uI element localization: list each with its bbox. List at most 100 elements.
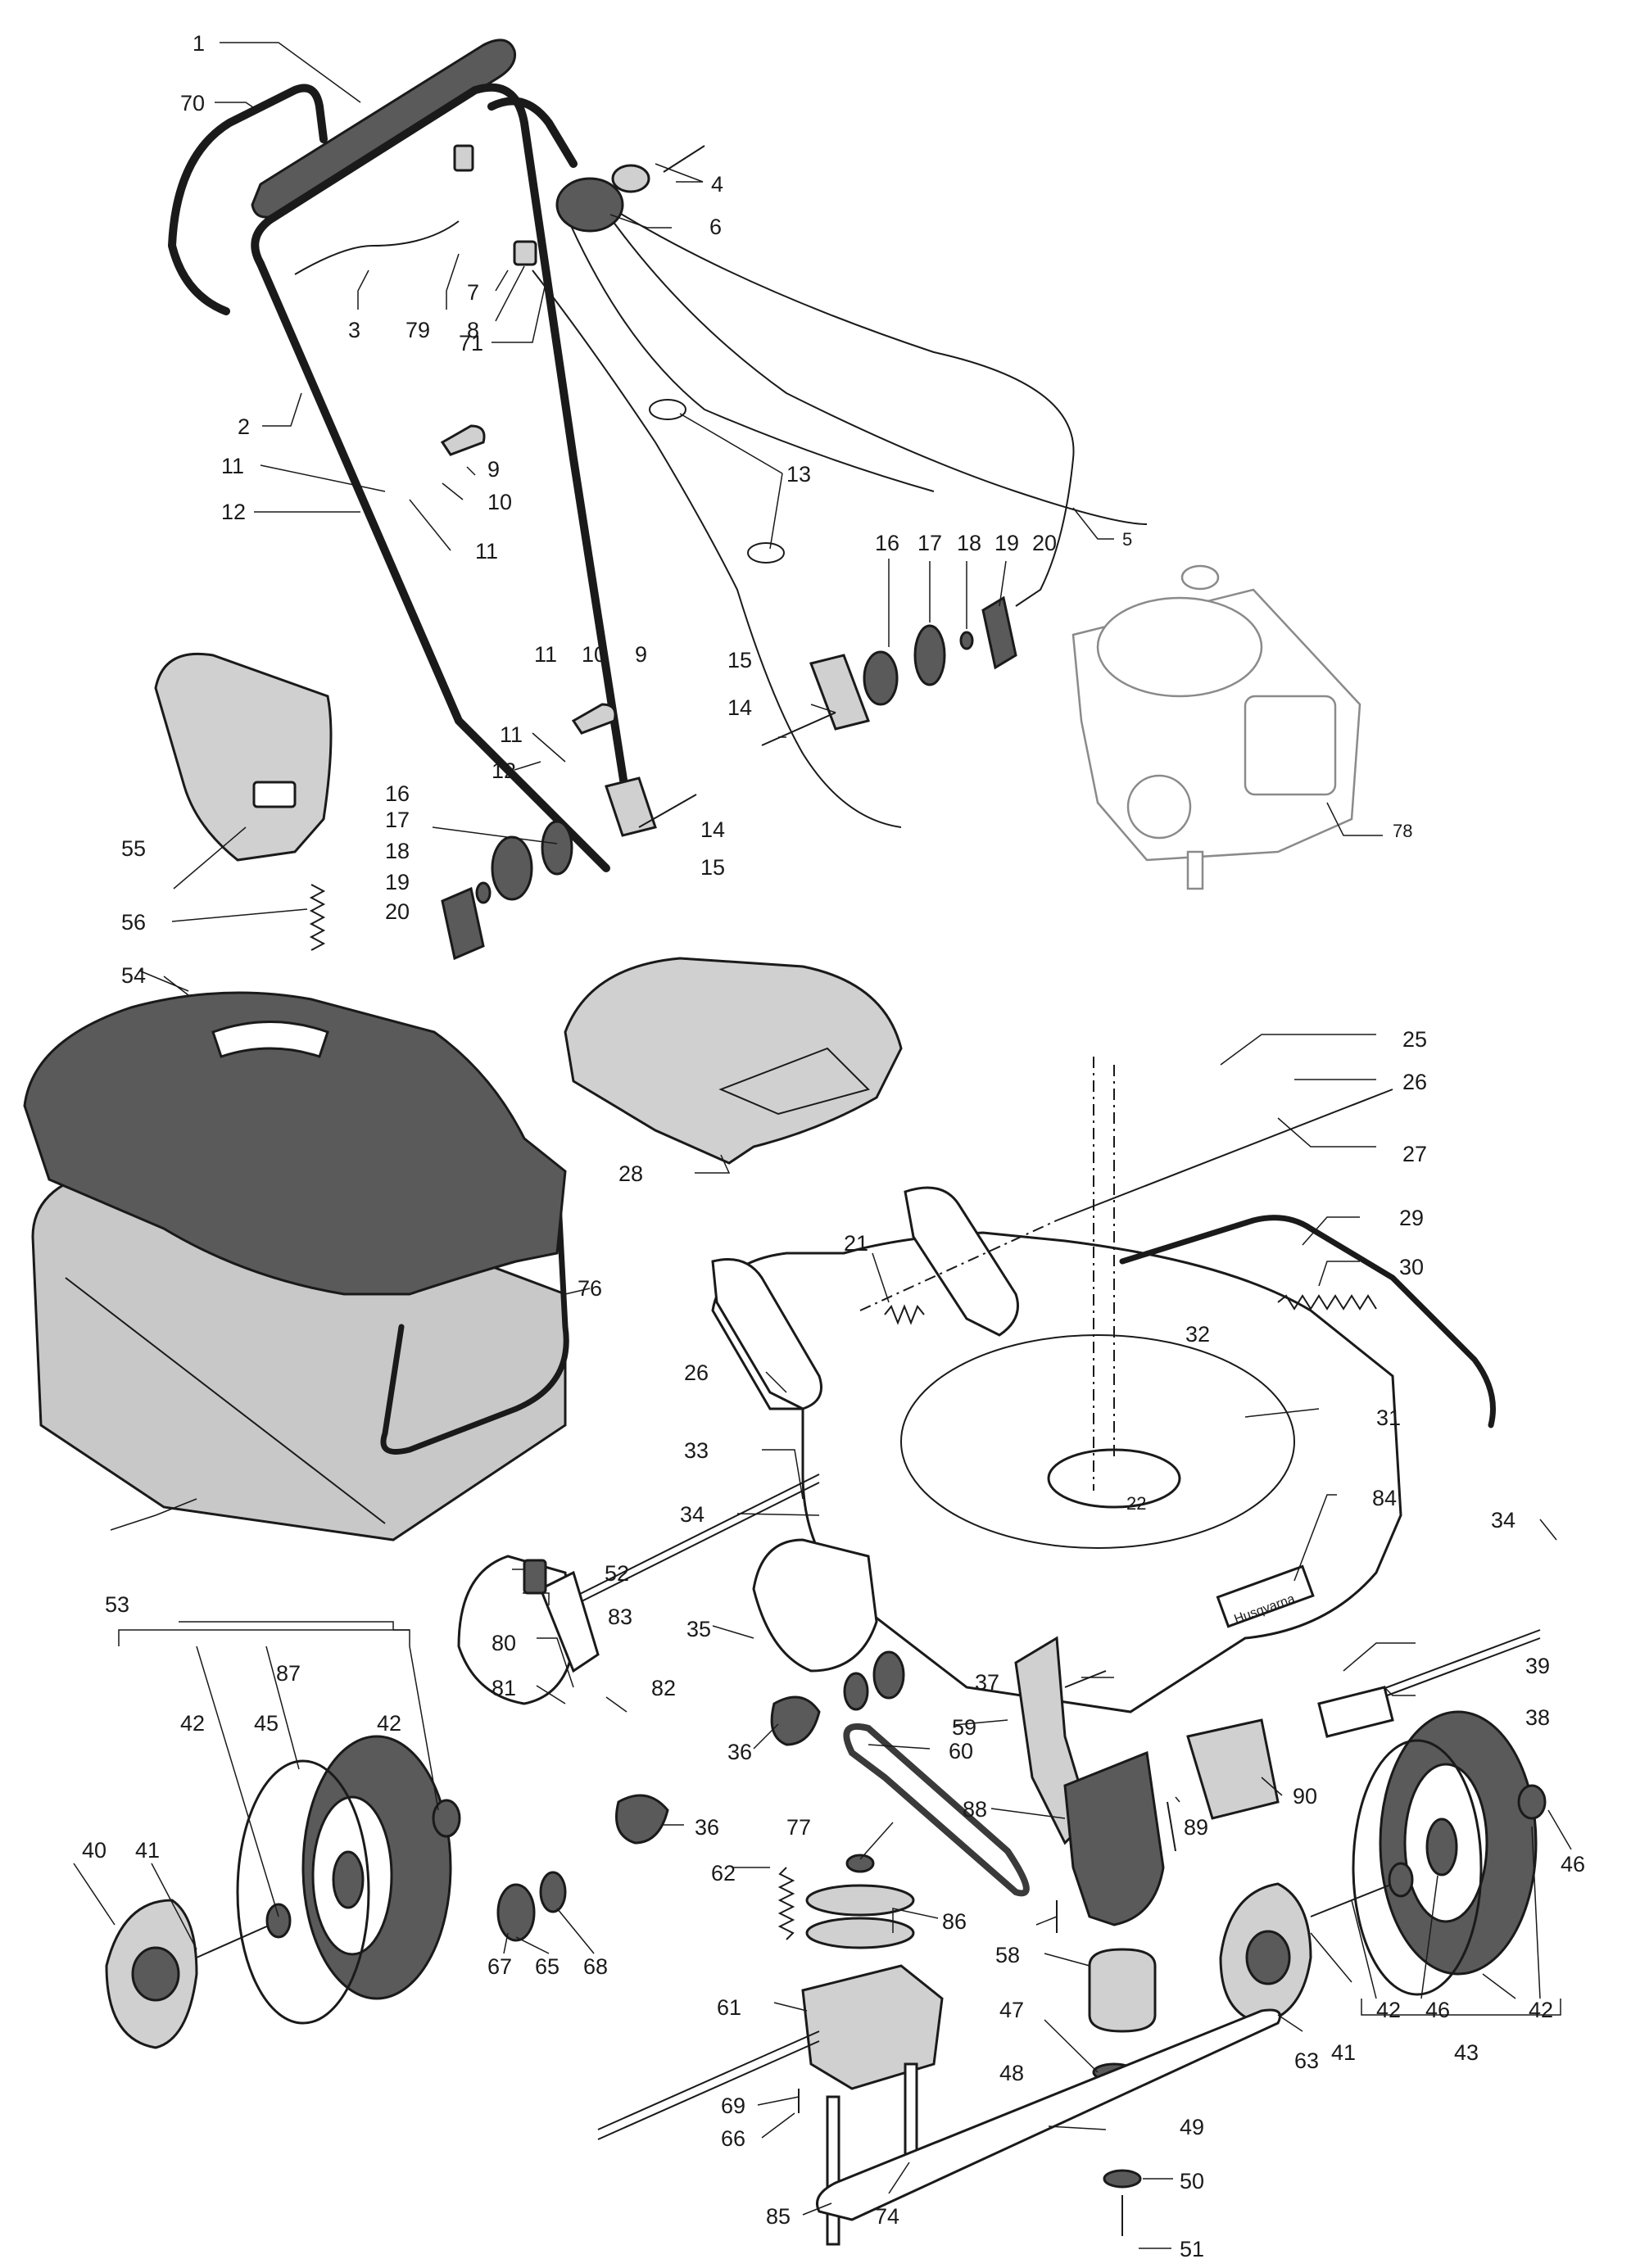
label-16b: 16 xyxy=(385,781,410,806)
bolt-14-left xyxy=(638,794,697,828)
label-49: 49 xyxy=(1180,2115,1204,2139)
adjust-disc-18-left xyxy=(491,835,533,901)
label-74: 74 xyxy=(875,2204,899,2229)
adjust-disc-18-right xyxy=(913,624,946,686)
label-79: 79 xyxy=(405,318,430,342)
label-48: 48 xyxy=(999,2061,1024,2085)
handle-grip xyxy=(251,38,517,219)
handle-bracket-left xyxy=(605,776,657,837)
deflector-55-slot xyxy=(252,781,297,808)
deck-side-plate-right xyxy=(904,1186,1019,1337)
label-26a: 26 xyxy=(1402,1070,1427,1094)
bracket-38 xyxy=(1317,1686,1394,1738)
label-35: 35 xyxy=(686,1617,711,1641)
washer-42-c xyxy=(1388,1862,1414,1898)
label-18b: 18 xyxy=(385,839,410,863)
label-77: 77 xyxy=(786,1815,811,1840)
wheel-right-hub xyxy=(1425,1818,1458,1876)
wheel-left-hub xyxy=(332,1850,365,1909)
label-39: 39 xyxy=(1525,1654,1550,1678)
label-62: 62 xyxy=(711,1861,736,1885)
tire-ring-46 xyxy=(1352,1739,1483,1996)
washer-42-b xyxy=(432,1799,461,1838)
pulley-86-b xyxy=(805,1917,915,1949)
label-12a: 12 xyxy=(221,500,246,524)
gear-plate xyxy=(752,1538,878,1673)
label-7: 7 xyxy=(467,280,479,305)
pad-52 xyxy=(523,1559,547,1595)
label-12b: 12 xyxy=(492,758,516,783)
label-37: 37 xyxy=(975,1670,999,1695)
engine-fan-cover xyxy=(1096,596,1263,698)
label-26b: 26 xyxy=(684,1360,709,1385)
cable-clip-lower xyxy=(747,542,785,564)
label-54: 54 xyxy=(121,963,146,988)
label-29: 29 xyxy=(1399,1206,1424,1230)
label-47: 47 xyxy=(999,1998,1024,2022)
adjust-spring-19-right xyxy=(959,631,974,650)
deflector-55-body xyxy=(154,652,333,862)
engine-filter xyxy=(1126,774,1192,840)
gear-68 xyxy=(539,1871,567,1913)
label-22: 22 xyxy=(1126,1493,1146,1514)
adjust-washer-16-right xyxy=(863,650,899,706)
label-86: 86 xyxy=(942,1909,967,1934)
drive-axle-b xyxy=(597,2040,820,2140)
rear-right-wheel-group-43 xyxy=(1219,1629,1547,2025)
label-71: 71 xyxy=(459,331,483,355)
label-19a: 19 xyxy=(994,531,1019,555)
label-15b: 15 xyxy=(700,855,725,880)
label-5: 5 xyxy=(1122,529,1132,550)
adjust-knob-20-left xyxy=(441,886,485,961)
label-63: 63 xyxy=(1294,2048,1319,2073)
label-50: 50 xyxy=(1180,2169,1204,2193)
drive-cable xyxy=(564,212,935,492)
label-34b: 34 xyxy=(1491,1508,1515,1532)
deck-dome xyxy=(900,1334,1295,1549)
gear-small-b xyxy=(843,1672,869,1711)
label-41b: 41 xyxy=(1331,2040,1356,2065)
label-81: 81 xyxy=(492,1676,516,1700)
label-8: 8 xyxy=(467,318,479,342)
label-67: 67 xyxy=(487,1954,512,1979)
label-85: 85 xyxy=(766,2204,791,2229)
gearbox-61 xyxy=(801,1964,944,2090)
label-56: 56 xyxy=(121,910,146,935)
gear-small-a xyxy=(872,1650,905,1700)
tire-ring-45 xyxy=(236,1759,370,2025)
label-32: 32 xyxy=(1185,1322,1210,1347)
label-3: 3 xyxy=(348,318,360,342)
knob-36-b xyxy=(615,1794,669,1845)
guard-90 xyxy=(1186,1718,1280,1820)
spring-30 xyxy=(1277,1294,1377,1311)
lever-83 xyxy=(539,1570,600,1673)
label-80: 80 xyxy=(492,1631,516,1655)
bail-bar xyxy=(168,84,328,315)
label-27: 27 xyxy=(1402,1142,1427,1166)
label-90: 90 xyxy=(1293,1784,1317,1809)
label-76: 76 xyxy=(578,1276,602,1301)
part-labels: 1 70 4 6 7 3 79 8 71 2 9 11 10 12 11 13 … xyxy=(82,31,1585,2261)
label-17a: 17 xyxy=(917,531,942,555)
grass-bag xyxy=(23,991,569,1541)
label-87: 87 xyxy=(276,1661,301,1686)
bolt-37 xyxy=(1064,1670,1107,1688)
bag-top-54 xyxy=(23,991,567,1296)
guard-88 xyxy=(1063,1750,1165,1926)
label-78: 78 xyxy=(1393,821,1412,841)
label-89: 89 xyxy=(1184,1815,1208,1840)
label-61: 61 xyxy=(717,1995,741,2020)
label-46b: 46 xyxy=(1425,1998,1450,2022)
label-43: 43 xyxy=(1454,2040,1479,2065)
rear-cover-28 xyxy=(564,957,903,1165)
label-14a: 14 xyxy=(727,695,752,720)
handle-assembly xyxy=(168,38,1148,961)
label-55: 55 xyxy=(121,836,146,861)
nut-77 xyxy=(845,1854,875,1873)
engine-cap xyxy=(1180,564,1220,591)
label-18a: 18 xyxy=(957,531,981,555)
brand-plate xyxy=(1216,1564,1315,1628)
height-bar-29 xyxy=(1119,1215,1496,1428)
adjust-spring-19-left xyxy=(475,881,492,904)
label-42b: 42 xyxy=(377,1711,401,1736)
